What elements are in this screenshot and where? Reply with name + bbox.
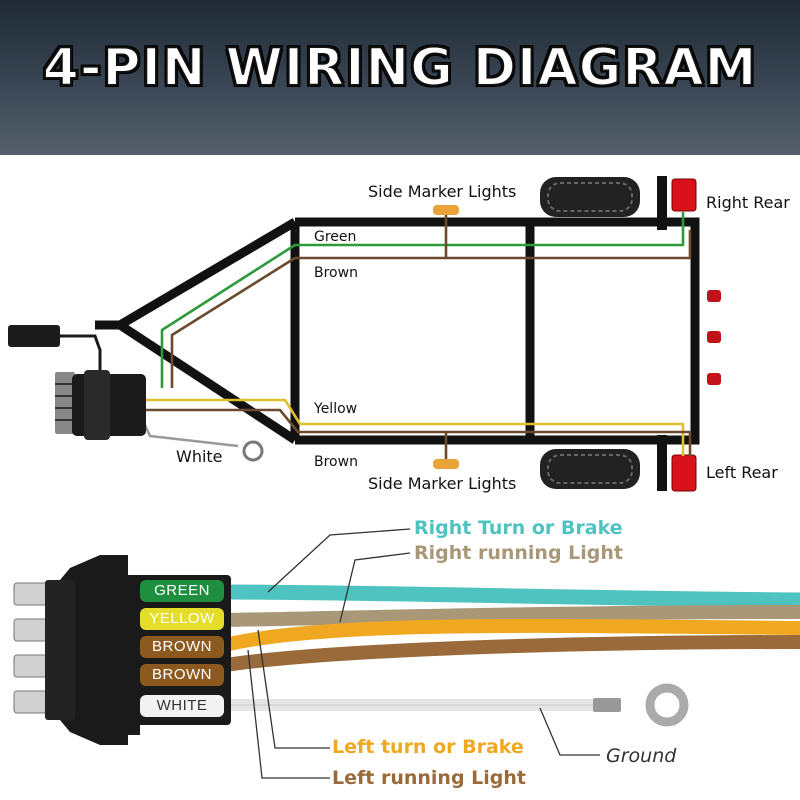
pin-label-brown-2: BROWN bbox=[140, 664, 224, 686]
white-wire bbox=[143, 424, 239, 448]
tire-bottom bbox=[540, 449, 640, 489]
brown-wire-top bbox=[170, 230, 692, 388]
tan-wire bbox=[224, 605, 800, 627]
right-rear-light bbox=[671, 178, 697, 212]
rear-clearance-light bbox=[707, 331, 721, 343]
brown-wire-bottom bbox=[145, 408, 692, 456]
leader-right-turn bbox=[267, 528, 411, 593]
orange-wire bbox=[223, 618, 800, 652]
tire-top bbox=[540, 177, 640, 217]
callout-ground: Ground bbox=[606, 745, 677, 767]
brown-wire-label-bottom: Brown bbox=[314, 454, 358, 470]
white-wire-label: White bbox=[176, 447, 223, 466]
green-wire bbox=[160, 212, 685, 388]
rear-clearance-light bbox=[707, 373, 721, 385]
connector-pins bbox=[13, 582, 49, 714]
ground-terminal bbox=[593, 683, 689, 727]
trailer-frame bbox=[95, 217, 700, 445]
left-rear-label: Left Rear bbox=[706, 463, 778, 482]
title-banner bbox=[0, 0, 800, 155]
ground-ring-terminal bbox=[242, 440, 264, 462]
connector-body bbox=[60, 555, 140, 745]
pin-label-green: GREEN bbox=[140, 580, 224, 602]
brown-wire-label-top: Brown bbox=[314, 265, 358, 281]
side-marker-light-bottom bbox=[433, 459, 459, 469]
callout-left-running: Left running Light bbox=[332, 767, 526, 789]
left-rear-light bbox=[671, 454, 697, 492]
yellow-wire bbox=[145, 398, 685, 456]
leader-right-running bbox=[339, 552, 411, 623]
leader-left-running bbox=[247, 649, 330, 779]
trailer-plug bbox=[8, 325, 146, 440]
side-marker-label-top: Side Marker Lights bbox=[368, 182, 517, 201]
rear-clearance-light bbox=[707, 290, 721, 302]
callout-left-turn: Left turn or Brake bbox=[332, 736, 524, 758]
axle-post-bottom bbox=[657, 435, 667, 491]
green-wire-label: Green bbox=[314, 229, 357, 245]
teal-wire bbox=[224, 584, 800, 608]
pin-label-brown-1: BROWN bbox=[140, 636, 224, 658]
yellow-wire-label: Yellow bbox=[314, 401, 358, 417]
axle-post-top bbox=[657, 176, 667, 230]
pin-label-white: WHITE bbox=[140, 695, 224, 717]
pin-label-yellow: YELLOW bbox=[140, 608, 224, 630]
side-marker-light-top bbox=[433, 205, 459, 215]
side-marker-label-bottom: Side Marker Lights bbox=[368, 474, 517, 493]
leader-left-turn bbox=[257, 629, 330, 749]
callout-right-turn: Right Turn or Brake bbox=[414, 517, 623, 539]
brown-wire bbox=[224, 635, 800, 672]
right-rear-label: Right Rear bbox=[706, 193, 790, 212]
leader-ground bbox=[539, 707, 600, 756]
callout-right-running: Right running Light bbox=[414, 542, 623, 564]
page-title: 4-PIN WIRING DIAGRAM bbox=[42, 37, 758, 99]
